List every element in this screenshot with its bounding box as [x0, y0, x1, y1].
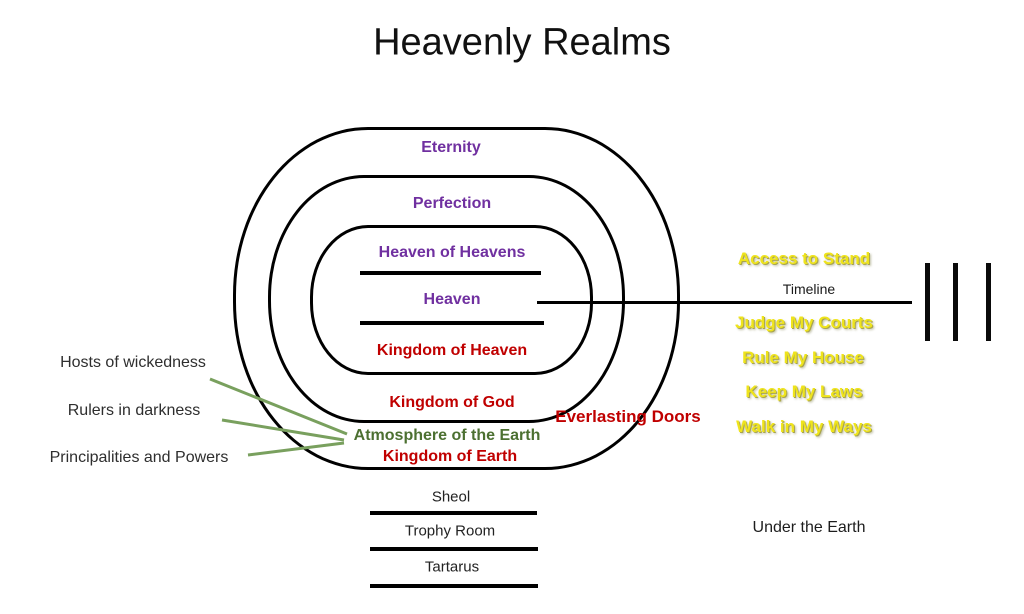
- label-trophy-room: Trophy Room: [404, 522, 496, 540]
- label-under-the-earth: Under the Earth: [752, 519, 866, 536]
- ring-heaven-of-heavens: [310, 225, 593, 375]
- label-rulers-in-darkness: Rulers in darkness: [67, 402, 201, 419]
- label-tartarus: Tartarus: [424, 558, 480, 576]
- heaven-lower-divider: [360, 321, 544, 325]
- label-everlasting-doors: Everlasting Doors: [555, 407, 701, 426]
- label-heaven: Heaven: [423, 291, 481, 308]
- sheol-line: [370, 511, 537, 515]
- label-judge-my-courts: Judge My Courts: [735, 313, 873, 332]
- label-atmosphere-of-the-earth: Atmosphere of the Earth: [353, 427, 541, 444]
- label-heaven-of-heavens: Heaven of Heavens: [378, 244, 526, 261]
- label-walk-in-my-ways: Walk in My Ways: [736, 417, 872, 436]
- label-keep-my-laws: Keep My Laws: [745, 382, 863, 401]
- label-eternity: Eternity: [421, 139, 481, 156]
- timeline-line: [537, 301, 912, 304]
- label-hosts-of-wickedness: Hosts of wickedness: [60, 354, 206, 371]
- label-sheol: Sheol: [431, 488, 471, 506]
- label-kingdom-of-earth: Kingdom of Earth: [382, 448, 518, 465]
- ring-eternity: [233, 127, 680, 470]
- tally-bar-1: [925, 263, 930, 341]
- tally-bar-2: [953, 263, 958, 341]
- label-kingdom-of-god: Kingdom of God: [389, 394, 515, 411]
- heaven-upper-divider: [360, 271, 541, 275]
- page-title: Heavenly Realms: [373, 21, 671, 64]
- label-perfection: Perfection: [412, 195, 492, 212]
- trophy-room-line: [370, 547, 538, 551]
- tartarus-line: [370, 584, 538, 588]
- ring-perfection: [268, 175, 625, 423]
- label-rule-my-house: Rule My House: [742, 348, 864, 367]
- label-principalities-and-powers: Principalities and Powers: [49, 449, 229, 466]
- label-access-to-stand: Access to Stand: [737, 249, 871, 268]
- tally-bar-3: [986, 263, 991, 341]
- label-timeline: Timeline: [782, 281, 836, 297]
- label-kingdom-of-heaven: Kingdom of Heaven: [376, 342, 528, 359]
